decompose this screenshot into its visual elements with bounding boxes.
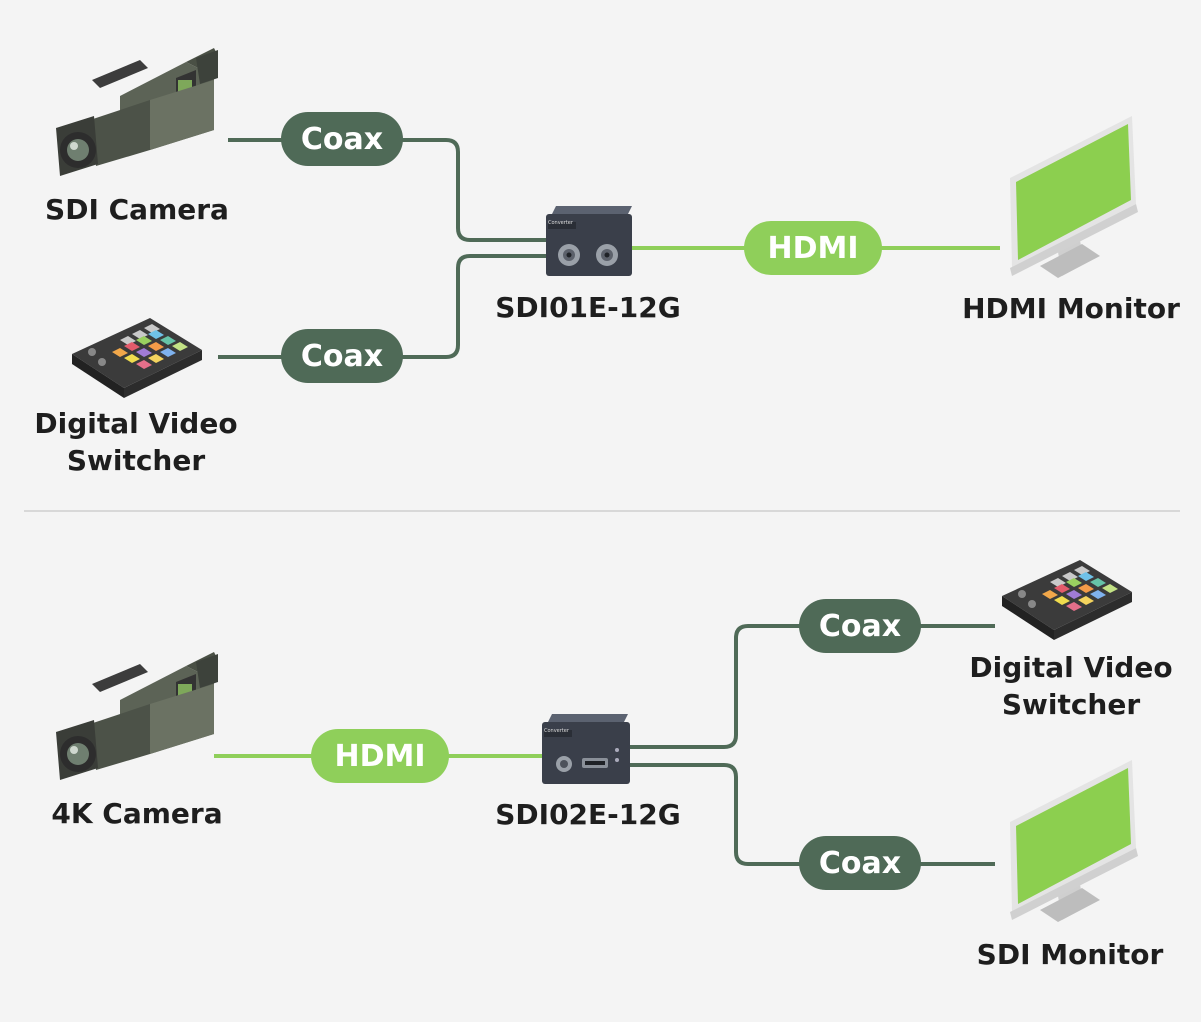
device-label-sdi01e: SDI01E-12G: [495, 291, 681, 324]
hdmi-link-label: HDMI: [744, 221, 882, 275]
coax-link-label: Coax: [799, 599, 921, 653]
camera-icon: [56, 652, 218, 780]
hdmi-link-label: HDMI: [311, 729, 449, 783]
video-switcher-label-line1: Digital Video: [34, 407, 238, 440]
monitor-icon: [1010, 760, 1138, 922]
video-switcher-label-line2: Switcher: [66, 444, 206, 477]
top-coax-line-2: [218, 254, 548, 359]
sdi-camera-label: SDI Camera: [45, 193, 229, 226]
device-face-text: Converter: [548, 220, 573, 226]
device-label-sdi02e: SDI02E-12G: [495, 798, 681, 831]
monitor-icon: [1010, 116, 1138, 278]
video-switcher-label-line2: Switcher: [1001, 688, 1141, 721]
device-face-text: Converter: [544, 728, 569, 734]
camera-icon: [56, 48, 218, 176]
sdi-monitor-label: SDI Monitor: [976, 938, 1164, 971]
section-divider: [24, 510, 1180, 512]
coax-link-label: Coax: [281, 329, 403, 383]
converter-device-icon: [542, 714, 630, 784]
bottom-coax-line-1: [630, 624, 995, 749]
video-switcher-label-line1: Digital Video: [969, 651, 1173, 684]
bottom-coax-line-2: [630, 763, 995, 866]
video-switcher-icon: [72, 318, 202, 398]
converter-device-icon: [546, 206, 632, 276]
hdmi-monitor-label: HDMI Monitor: [962, 292, 1180, 325]
top-coax-line-1: [228, 138, 548, 242]
coax-link-label: Coax: [281, 112, 403, 166]
coax-link-label: Coax: [799, 836, 921, 890]
video-switcher-icon: [1002, 560, 1132, 640]
4k-camera-label: 4K Camera: [51, 797, 223, 830]
